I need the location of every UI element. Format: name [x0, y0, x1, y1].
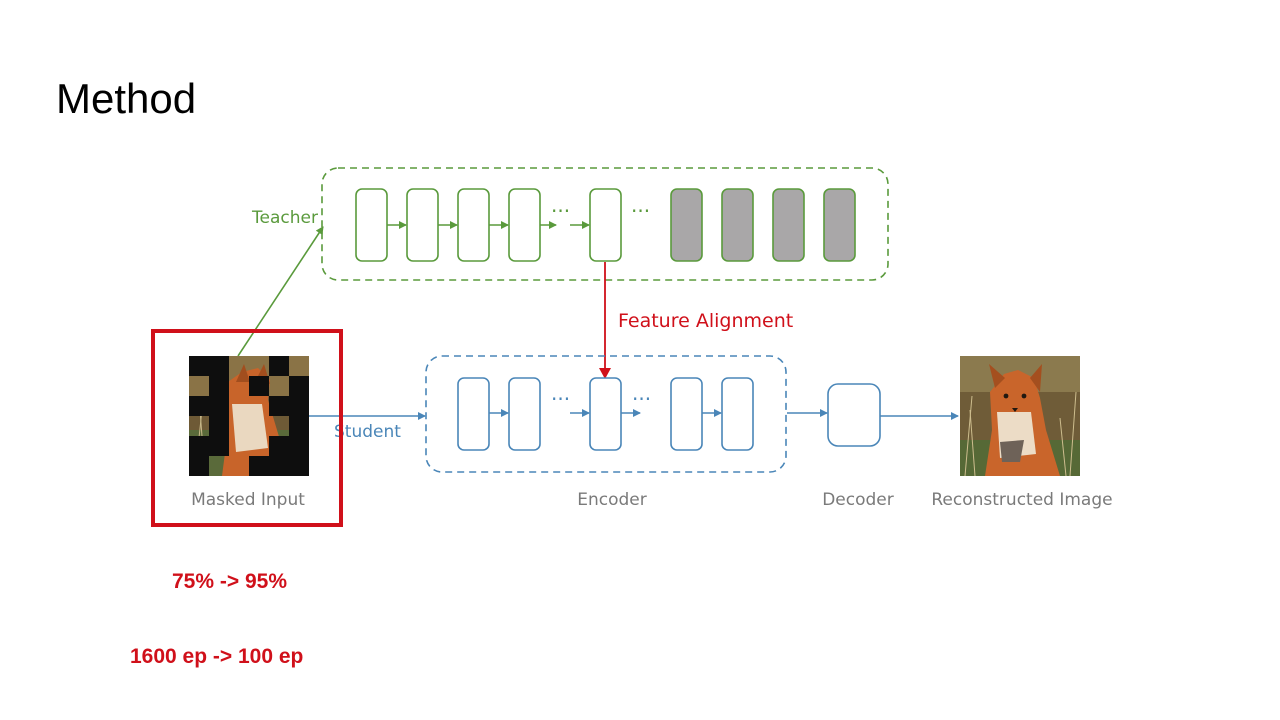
reconstructed-image [960, 356, 1080, 476]
teacher-block [355, 188, 388, 262]
slide-title: Method [56, 75, 197, 122]
mask-ratio-note: 75% -> 95% [172, 570, 287, 593]
masked-input-to-teacher-arrow [237, 226, 324, 357]
teacher-block [508, 188, 541, 262]
masked-input-image [189, 356, 309, 476]
teacher-block-aligned [589, 188, 622, 262]
teacher-label: Teacher [251, 208, 318, 228]
encoder-block [670, 377, 703, 451]
epochs-note: 1600 ep -> 100 ep [130, 645, 304, 668]
decoder-block [827, 383, 881, 447]
teacher-block [457, 188, 490, 262]
teacher-frozen-block [772, 188, 805, 262]
encoder-blocks [457, 377, 754, 451]
feature-alignment-arrowhead [599, 368, 611, 379]
teacher-blocks [355, 188, 856, 262]
reconstructed-image-label: Reconstructed Image [931, 490, 1112, 510]
feature-alignment-label: Feature Alignment [618, 310, 793, 332]
teacher-ellipsis: ··· [631, 199, 650, 223]
encoder-block-aligned [589, 377, 622, 451]
teacher-ellipsis: ··· [551, 199, 570, 223]
encoder-ellipsis: ··· [551, 387, 570, 411]
student-label: Student [334, 422, 401, 442]
encoder-block [508, 377, 541, 451]
encoder-block [457, 377, 490, 451]
masked-input-highlight [151, 329, 343, 527]
masked-input-label: Masked Input [191, 490, 305, 510]
teacher-frozen-block [823, 188, 856, 262]
teacher-frozen-block [721, 188, 754, 262]
teacher-block [406, 188, 439, 262]
encoder-container [425, 355, 787, 473]
decoder-label: Decoder [822, 490, 894, 510]
encoder-ellipsis: ··· [632, 387, 651, 411]
mask-patches [189, 356, 309, 476]
teacher-frozen-block [670, 188, 703, 262]
encoder-label: Encoder [577, 490, 647, 510]
encoder-block [721, 377, 754, 451]
student-label-mask [344, 419, 354, 441]
